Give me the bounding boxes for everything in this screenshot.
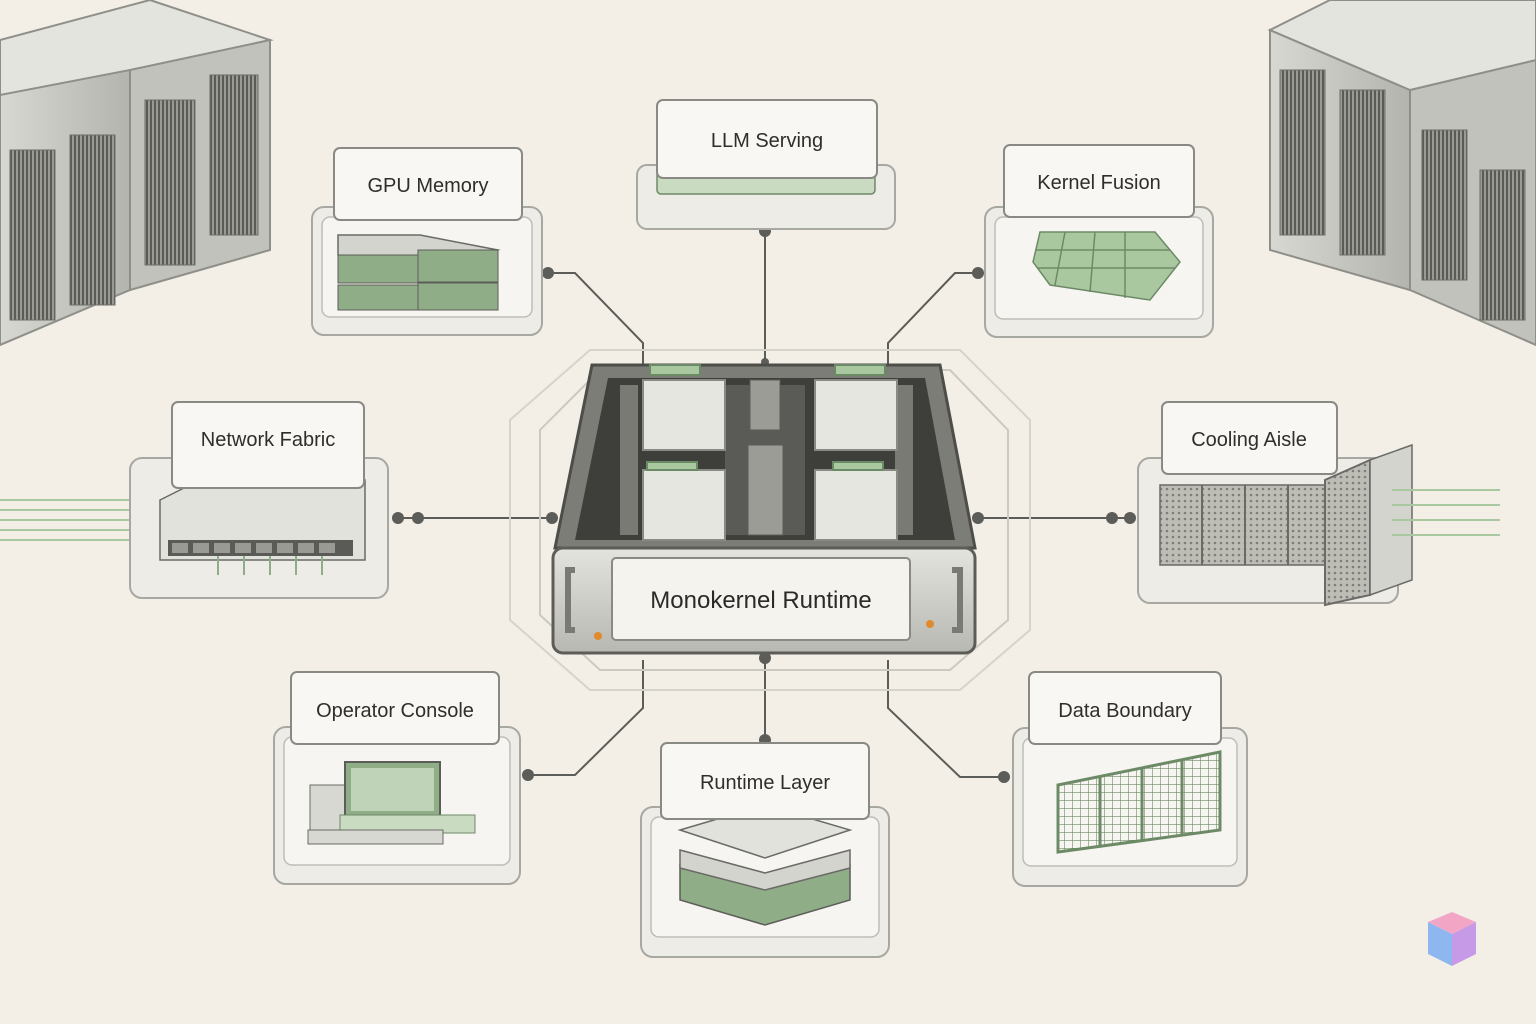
connector-lines <box>398 231 1130 778</box>
status-led-left <box>594 632 602 640</box>
cube-logo-icon <box>1428 912 1476 966</box>
node-label: Data Boundary <box>1058 700 1191 722</box>
node-operator-console[interactable]: Operator Console <box>273 671 521 885</box>
node-runtime-layer[interactable]: Runtime Layer <box>640 742 890 958</box>
fence-icon <box>1056 750 1222 854</box>
hub-outline-outer <box>509 349 1031 691</box>
hub-label: Monokernel Runtime <box>650 587 871 614</box>
node-label-card <box>1003 144 1195 218</box>
connector-kernel-fusion <box>887 272 978 365</box>
gpu-modules <box>642 364 898 541</box>
node-network-fabric[interactable]: Network Fabric <box>0 401 389 599</box>
hub-monokernel-runtime[interactable]: Monokernel Runtime <box>509 349 1031 691</box>
center-heatsink <box>747 379 784 536</box>
cooling-cabinet-icon <box>1159 443 1500 607</box>
node-label-card <box>290 671 500 745</box>
memory-modules-icon <box>337 234 501 311</box>
node-cooling-aisle[interactable]: Cooling Aisle <box>1137 401 1500 607</box>
node-label: Kernel Fusion <box>1037 172 1160 194</box>
status-led-right <box>926 620 934 628</box>
node-label-card <box>660 742 870 820</box>
fusion-grid-icon <box>1032 231 1181 301</box>
hub-label-panel <box>611 557 911 641</box>
node-label: Operator Console <box>316 700 474 722</box>
node-llm-serving[interactable]: LLM Serving <box>636 99 896 230</box>
node-label: Cooling Aisle <box>1191 429 1307 451</box>
node-kernel-fusion[interactable]: Kernel Fusion <box>984 144 1214 338</box>
node-label-card <box>171 401 365 489</box>
monitor-icon <box>307 761 476 845</box>
node-label: Network Fabric <box>201 429 335 451</box>
node-data-boundary[interactable]: Data Boundary <box>1012 671 1248 887</box>
handle-right <box>952 567 963 633</box>
connector-operator-console <box>528 660 644 776</box>
node-label: GPU Memory <box>367 175 488 197</box>
server-racks-left <box>0 0 274 347</box>
node-label: Runtime Layer <box>700 772 830 794</box>
node-label-card <box>1161 401 1338 475</box>
network-switch-icon <box>159 479 366 575</box>
connector-gpu-memory <box>548 272 644 365</box>
node-label-card <box>1028 671 1222 745</box>
node-label-card <box>656 99 878 179</box>
node-label: LLM Serving <box>711 130 823 152</box>
server-racks-right <box>1267 0 1536 347</box>
node-gpu-memory[interactable]: GPU Memory <box>311 147 543 336</box>
node-label-card <box>333 147 523 221</box>
hub-outline-inner <box>539 369 1009 671</box>
handle-left <box>565 567 575 633</box>
connector-data-boundary <box>887 660 1004 778</box>
